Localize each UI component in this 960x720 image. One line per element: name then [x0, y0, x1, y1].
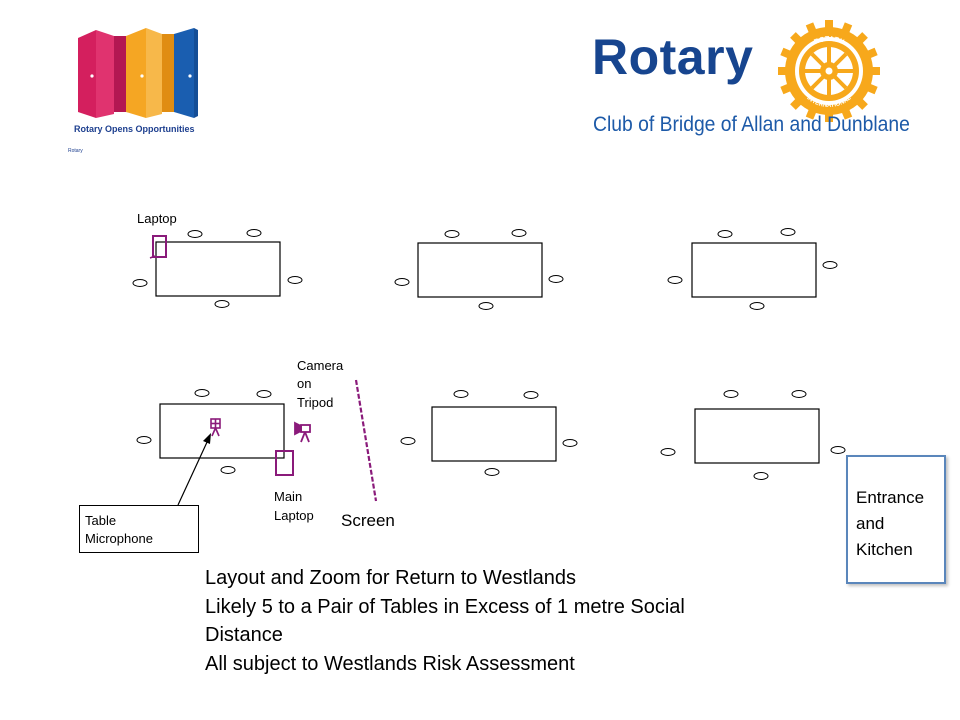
- chair: [780, 228, 796, 236]
- main-laptop-label-line1: Main: [274, 489, 303, 504]
- entrance-kitchen-box: Entrance and Kitchen: [846, 455, 946, 584]
- microphone-pointer-arrow: [177, 439, 209, 506]
- chair: [753, 472, 769, 480]
- chair: [394, 278, 410, 286]
- chair: [749, 302, 765, 310]
- note-line: Layout and Zoom for Return to Westlands: [205, 567, 576, 589]
- table-4: [159, 403, 285, 459]
- camera-tripod-icon: [294, 421, 311, 443]
- rotary-wordmark: Rotary: [592, 29, 754, 85]
- svg-text:ROTARY: ROTARY: [813, 36, 845, 46]
- table-6: [694, 408, 820, 464]
- note-line: Distance: [205, 624, 283, 646]
- table-1: [155, 241, 281, 297]
- main-laptop-label-line2: Laptop: [274, 508, 314, 523]
- note-line: Likely 5 to a Pair of Tables in Excess o…: [205, 595, 685, 618]
- chair: [136, 436, 152, 444]
- table-2: [417, 242, 543, 298]
- camera-label-line1: Camera: [297, 358, 344, 373]
- chair: [444, 230, 460, 238]
- chair: [791, 390, 807, 398]
- chair: [523, 391, 539, 399]
- chair: [660, 448, 676, 456]
- entrance-line1: Entrance: [856, 488, 925, 507]
- chair: [830, 446, 846, 454]
- layout-notes: Layout and Zoom for Return to Westlands …: [205, 564, 685, 678]
- chair: [717, 230, 733, 238]
- rotary-opens-opportunities-logo: [78, 28, 198, 118]
- laptop-label: Laptop: [137, 211, 177, 226]
- roo-mini-text: Rotary: [68, 148, 83, 154]
- chair: [287, 276, 303, 284]
- chair: [400, 437, 416, 445]
- table-3: [691, 242, 817, 298]
- chair: [723, 390, 739, 398]
- chair: [511, 229, 527, 237]
- screen-label: Screen: [341, 511, 395, 530]
- roo-tagline: Rotary Opens Opportunities: [74, 124, 195, 134]
- chair: [214, 300, 230, 308]
- microphone-icon: [210, 418, 221, 437]
- entrance-line3: Kitchen: [856, 540, 913, 559]
- table-microphone-label-line2: Microphone: [85, 531, 153, 546]
- chair: [132, 279, 148, 287]
- rotary-wheel-icon: ROTARY INTERNATIONAL: [778, 20, 880, 122]
- chair: [478, 302, 494, 310]
- chair: [453, 390, 469, 398]
- chair: [484, 468, 500, 476]
- camera-label-line3: Tripod: [297, 395, 334, 410]
- chair: [220, 466, 236, 474]
- chair: [256, 390, 272, 398]
- wheel-ring-top-text: ROTARY: [813, 36, 845, 46]
- chair: [562, 439, 578, 447]
- club-name: Club of Bridge of Allan and Dunblane: [593, 113, 910, 136]
- table-microphone-callout: Table Microphone: [79, 505, 199, 553]
- table-microphone-label-line1: Table: [85, 513, 117, 528]
- camera-label-line2: on: [297, 376, 312, 391]
- laptop-icon: [149, 235, 167, 259]
- chair: [667, 276, 683, 284]
- note-line: All subject to Westlands Risk Assessment: [205, 652, 575, 675]
- chair: [194, 389, 210, 397]
- projection-screen: [354, 379, 378, 502]
- main-laptop-icon: [275, 450, 294, 476]
- entrance-line2: and: [856, 514, 885, 533]
- table-5: [431, 406, 557, 462]
- chair: [246, 229, 262, 237]
- chair: [822, 261, 838, 269]
- chair: [548, 275, 564, 283]
- chair: [187, 230, 203, 238]
